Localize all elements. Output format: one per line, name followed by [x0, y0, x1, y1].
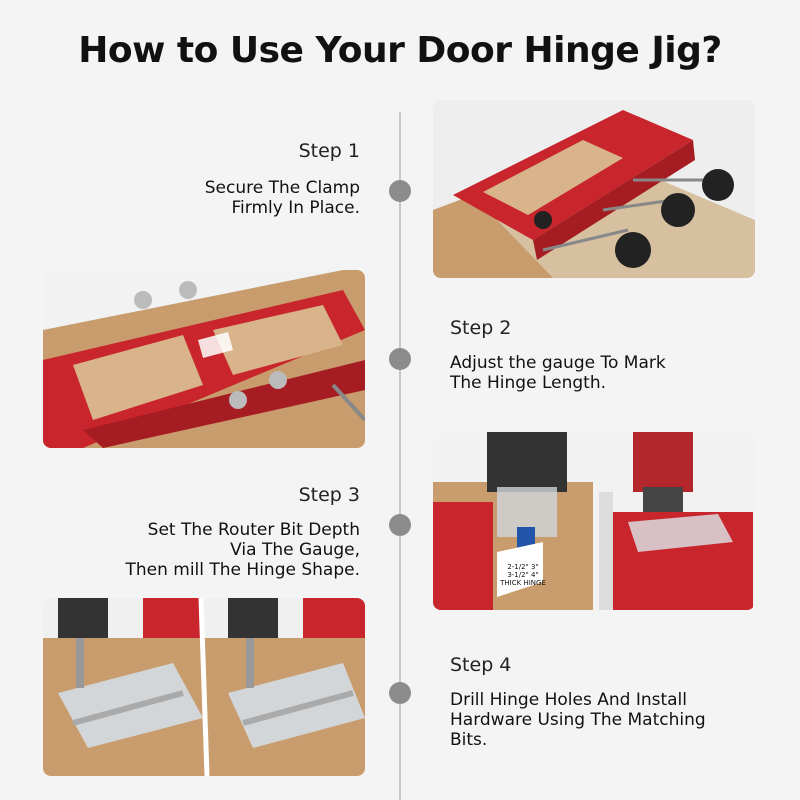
step-3-line-1: Set The Router Bit Depth [147, 520, 360, 540]
step-2-photo [43, 270, 365, 448]
gauge-markings: 2-1/2" 3" 3-1/2" 4" THICK HINGE [493, 563, 553, 587]
step-1-illustration [433, 100, 755, 278]
step-1-description: Secure The Clamp Firmly In Place. [120, 178, 360, 218]
step-1-photo [433, 100, 755, 278]
step-4-description: Drill Hinge Holes And Install Hardware U… [450, 690, 790, 750]
step-2-illustration [43, 270, 365, 448]
step-3-line-3: Then mill The Hinge Shape. [125, 560, 360, 580]
step-2-label: Step 2 [450, 317, 512, 339]
step-2-description: Adjust the gauge To Mark The Hinge Lengt… [450, 353, 780, 393]
step-3-photo [433, 432, 755, 610]
gauge-marking-bottom: 3-1/2" 4" [507, 571, 539, 579]
step-4-label: Step 4 [450, 654, 512, 676]
step-4-illustration [43, 598, 365, 776]
timeline-dot-step-3 [389, 514, 411, 536]
step-3-label: Step 3 [298, 484, 360, 506]
step-1-label: Step 1 [298, 140, 360, 162]
page-title: How to Use Your Door Hinge Jig? [78, 30, 722, 71]
step-4-line-1: Drill Hinge Holes And Install [450, 690, 687, 710]
step-4-photo [43, 598, 365, 776]
timeline-dot-step-1 [389, 180, 411, 202]
timeline-line [399, 112, 401, 800]
step-4-line-3: Bits. [450, 730, 488, 750]
step-2-line-2: The Hinge Length. [450, 373, 606, 393]
step-3-description: Set The Router Bit Depth Via The Gauge, … [60, 520, 360, 580]
step-3-illustration [433, 432, 755, 610]
step-4-line-2: Hardware Using The Matching [450, 710, 706, 730]
step-1-line-2: Firmly In Place. [231, 198, 361, 218]
step-1-line-1: Secure The Clamp [204, 178, 360, 198]
gauge-caption: THICK HINGE [500, 579, 546, 587]
step-3-line-2: Via The Gauge, [230, 540, 360, 560]
timeline-dot-step-4 [389, 682, 411, 704]
step-2-line-1: Adjust the gauge To Mark [450, 353, 666, 373]
timeline-dot-step-2 [389, 348, 411, 370]
gauge-marking-top: 2-1/2" 3" [507, 563, 539, 571]
